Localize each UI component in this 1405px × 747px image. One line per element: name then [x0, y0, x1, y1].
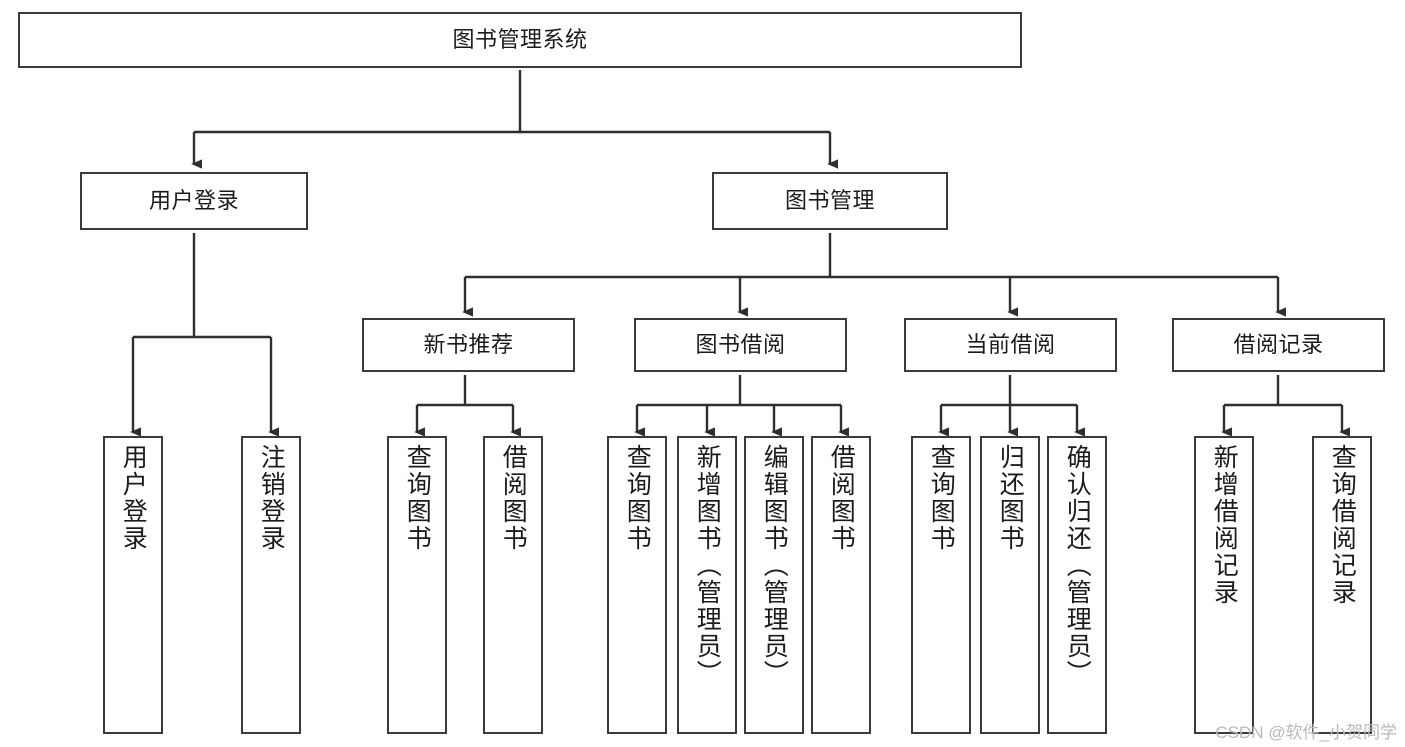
leaf-query-book-current[interactable]: 查询图书 [911, 436, 971, 734]
node-label: 用户登录 [148, 187, 239, 213]
node-current-borrow[interactable]: 当前借阅 [904, 318, 1117, 372]
leaf-borrow-book-recommend[interactable]: 借阅图书 [483, 436, 543, 734]
node-label: 图书管理系统 [452, 26, 588, 52]
leaf-query-book-recommend[interactable]: 查询图书 [387, 436, 447, 734]
node-label: 用户登录 [119, 444, 148, 552]
node-label: 图书管理 [784, 187, 875, 213]
csdn-watermark: CSDN @软件_小贺同学 [1215, 723, 1397, 742]
node-label: 借阅记录 [1233, 331, 1324, 357]
node-book-borrow[interactable]: 图书借阅 [634, 318, 847, 372]
node-label: 借阅图书 [499, 444, 528, 552]
leaf-query-borrow-record[interactable]: 查询借阅记录 [1312, 436, 1372, 734]
node-new-book-recommend[interactable]: 新书推荐 [362, 318, 575, 372]
node-user-login[interactable]: 用户登录 [80, 172, 308, 230]
node-label: 查询借阅记录 [1328, 444, 1357, 606]
leaf-borrow-book[interactable]: 借阅图书 [811, 436, 871, 734]
node-label: 查询图书 [623, 444, 652, 552]
node-book-management[interactable]: 图书管理 [712, 172, 948, 230]
leaf-confirm-return-admin[interactable]: 确认归还（管理员） [1047, 436, 1107, 734]
node-label: 归还图书 [996, 444, 1025, 552]
node-label: 新书推荐 [423, 331, 514, 357]
node-borrow-record[interactable]: 借阅记录 [1172, 318, 1385, 372]
leaf-query-book-borrow[interactable]: 查询图书 [607, 436, 667, 734]
leaf-edit-book-admin[interactable]: 编辑图书（管理员） [744, 436, 804, 734]
node-root-book-management-system[interactable]: 图书管理系统 [18, 12, 1022, 68]
leaf-user-login[interactable]: 用户登录 [103, 436, 163, 734]
node-label: 图书借阅 [695, 331, 786, 357]
leaf-return-book[interactable]: 归还图书 [980, 436, 1040, 734]
node-label: 新增借阅记录 [1210, 444, 1239, 606]
node-label: 新增图书（管理员） [693, 444, 722, 687]
node-label: 借阅图书 [827, 444, 856, 552]
node-label: 查询图书 [403, 444, 432, 552]
node-label: 编辑图书（管理员） [760, 444, 789, 687]
node-label: 查询图书 [927, 444, 956, 552]
leaf-logout[interactable]: 注销登录 [241, 436, 301, 734]
node-label: 当前借阅 [965, 331, 1056, 357]
leaf-add-book-admin[interactable]: 新增图书（管理员） [677, 436, 737, 734]
node-label: 确认归还（管理员） [1063, 444, 1092, 687]
leaf-add-borrow-record[interactable]: 新增借阅记录 [1194, 436, 1254, 734]
node-label: 注销登录 [257, 444, 286, 552]
